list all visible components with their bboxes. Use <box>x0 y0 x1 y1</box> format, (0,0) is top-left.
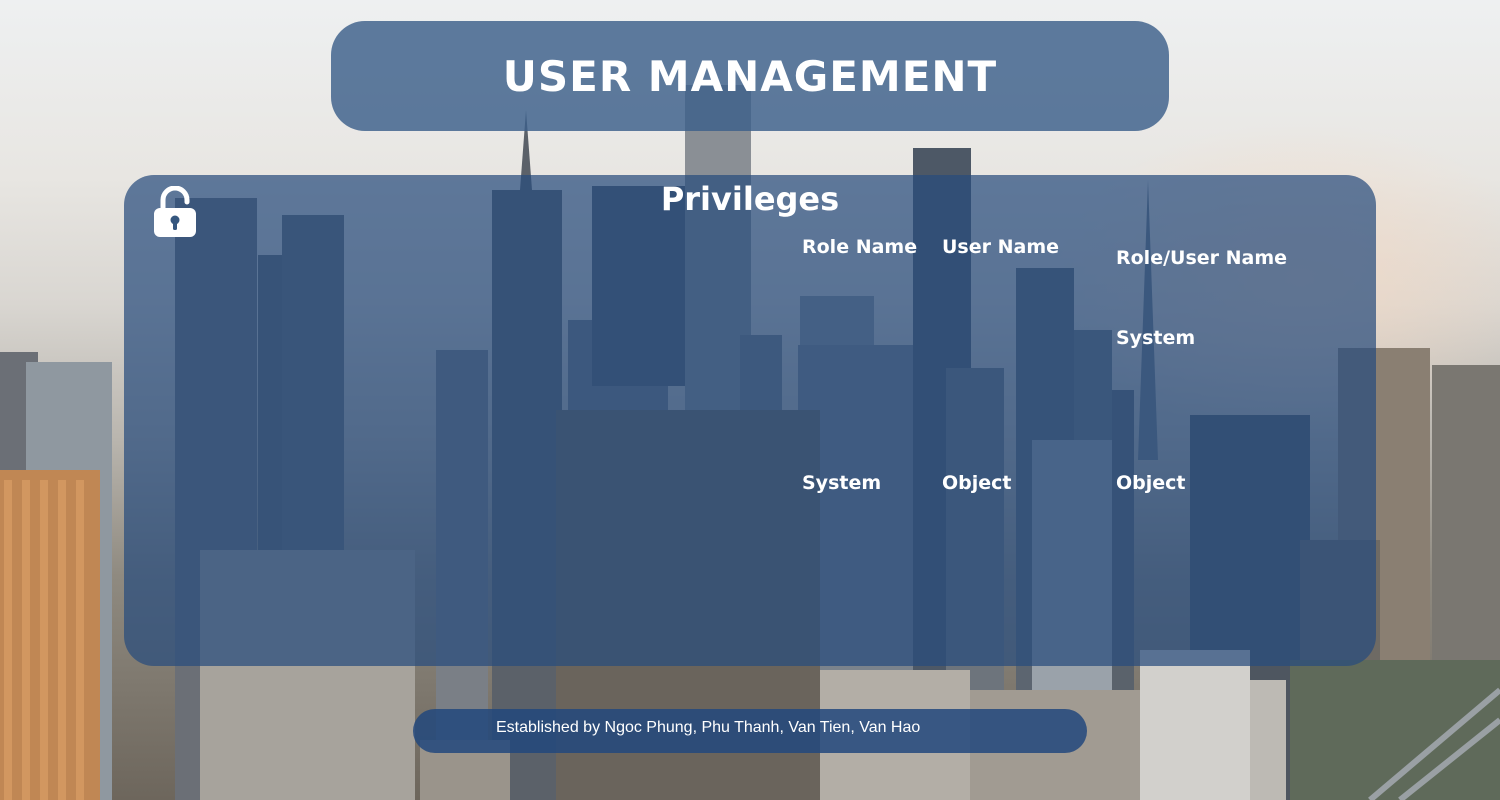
privileges-panel <box>124 175 1376 666</box>
object-label: Object <box>942 472 1012 494</box>
system-label: System <box>802 472 882 494</box>
panel-title: Privileges <box>660 180 840 218</box>
footer-credits: Established by Ngoc Phung, Phu Thanh, Va… <box>496 719 921 736</box>
user-name-label: User Name <box>942 236 1060 258</box>
unlocked-padlock-icon[interactable] <box>152 186 198 238</box>
object-label-right: Object <box>1116 472 1186 494</box>
title-banner: USER MANAGEMENT <box>331 21 1169 131</box>
footer-banner <box>413 709 1087 753</box>
role-name-label: Role Name <box>802 236 918 258</box>
role-user-name-label: Role/User Name <box>1116 247 1288 269</box>
system-label-right: System <box>1116 327 1196 349</box>
page-title: USER MANAGEMENT <box>502 51 998 101</box>
